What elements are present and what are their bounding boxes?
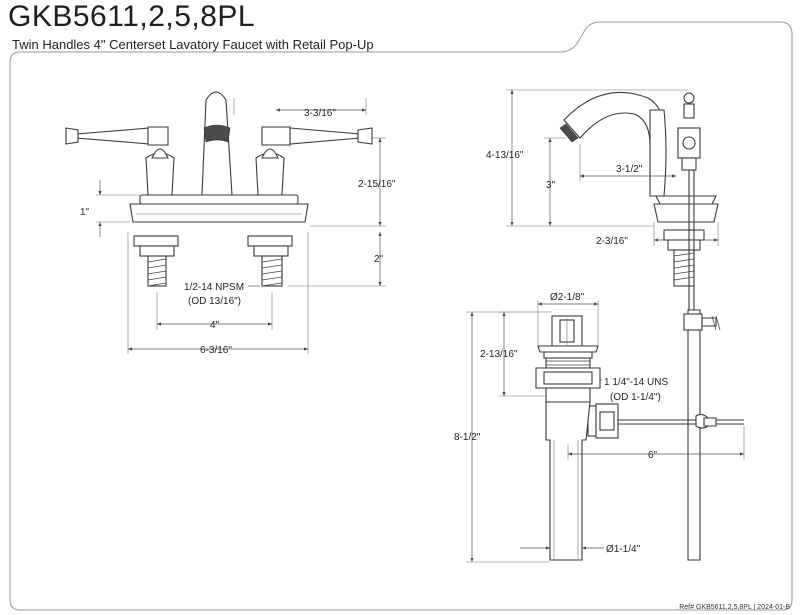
dim-center-spacing: 4" (210, 320, 220, 331)
dim-spout-to-handle: 3-3/16" (304, 108, 336, 119)
dim-base-depth: 2-3/16" (596, 236, 628, 247)
front-view: 3-3/16" 1" 2-15/16" 2" 1/2-14 NPSM (OD 1… (65, 91, 396, 356)
dim-overall-width: 6-3/16" (200, 345, 232, 356)
dim-tailpiece-diameter: Ø1-1/4" (606, 544, 641, 555)
dim-overall-length: 8-1/2" (454, 432, 481, 443)
dim-lift-rod-length: 6" (648, 450, 658, 461)
right-shank (247, 235, 293, 287)
dim-deck-height: 1" (80, 207, 90, 218)
dim-overall-height: 2-15/16" (358, 179, 396, 190)
dim-spout-height: 3" (546, 180, 556, 191)
side-handle (677, 92, 701, 171)
dim-shank-length: 2" (374, 254, 384, 265)
escutcheon (139, 194, 299, 205)
right-handle (255, 126, 373, 196)
dim-flange-diameter: Ø2-1/8" (550, 292, 585, 303)
sheet-frame (9, 21, 793, 611)
left-shank (133, 235, 179, 287)
reference-number: Ref# GKB5611,2,5,8PL | 2024-01-B (679, 604, 790, 611)
side-spout (563, 91, 665, 146)
drain-tailpiece (545, 401, 591, 561)
drain-thread-od: (OD 1-1/4") (610, 392, 661, 403)
left-handle (65, 126, 175, 196)
drain-view: Ø2-1/8" 2-13/16" 1 1/4"-14 UNS (OD 1-1/4… (454, 292, 745, 563)
product-description: Twin Handles 4" Centerset Lavatory Fauce… (12, 37, 374, 52)
dim-flange-to-nut: 2-13/16" (480, 349, 518, 360)
dim-spout-reach: 3-1/2" (616, 164, 643, 175)
front-thread-od: (OD 13/16") (188, 296, 241, 307)
side-view: 4-13/16" 3" 3-1/2" 2-3/16" (486, 89, 719, 310)
front-thread-spec: 1/2-14 NPSM (184, 282, 244, 293)
spout (201, 91, 233, 196)
model-title: GKB5611,2,5,8PL (8, 0, 256, 33)
dim-total-height: 4-13/16" (486, 150, 524, 161)
drain-thread-spec: 1 1/4"-14 UNS (604, 377, 668, 388)
drain-lift-rod (687, 309, 701, 561)
